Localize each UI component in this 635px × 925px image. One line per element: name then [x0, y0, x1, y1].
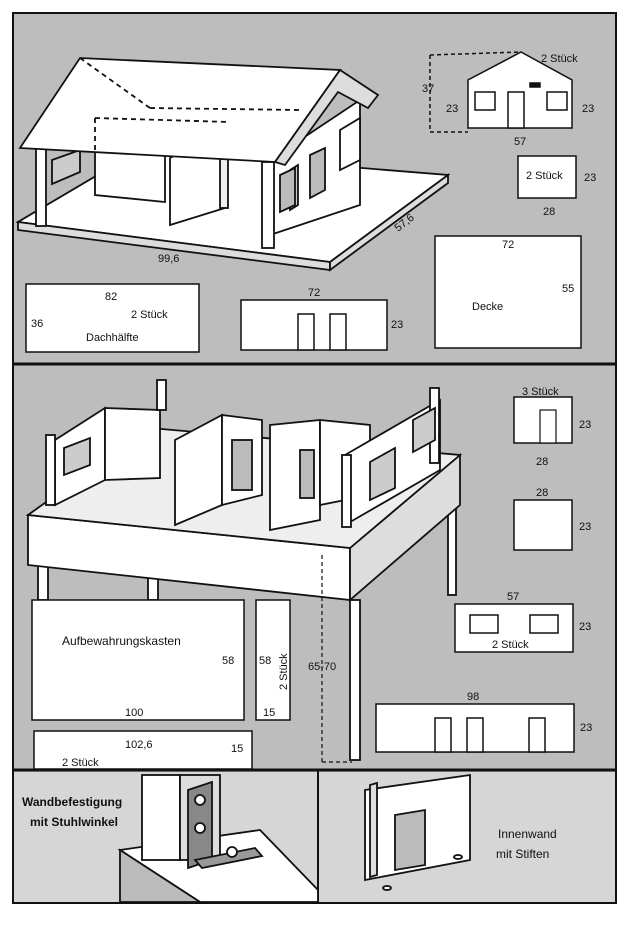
bracket-title-line1: Wandbefestigung	[22, 795, 122, 809]
side-strip-height: 58	[259, 655, 271, 667]
wall-c-width: 57	[507, 591, 519, 603]
small-wall-height: 23	[584, 172, 596, 184]
roof-half-height: 36	[31, 318, 43, 330]
ceiling-name: Decke	[472, 301, 503, 313]
roof-half-part	[25, 283, 200, 353]
storage-house-illustration	[25, 379, 463, 761]
gable-part	[429, 51, 573, 133]
wall-a-height: 23	[579, 419, 591, 431]
wall-c-height: 23	[579, 621, 591, 633]
long-wall-width: 72	[308, 287, 320, 299]
wall-a-count: 3 Stück	[522, 386, 559, 398]
wall-d-height: 23	[580, 722, 592, 734]
wall-a-door	[539, 409, 557, 444]
house-width-label: 99,6	[158, 253, 179, 265]
storage-box-width: 100	[125, 707, 143, 719]
wall-b-height: 23	[579, 521, 591, 533]
roof-half-name: Dachhälfte	[86, 332, 139, 344]
side-strip-width: 15	[263, 707, 275, 719]
long-wall-height: 23	[391, 319, 403, 331]
front-strip-width: 102,6	[125, 739, 153, 751]
gable-right-height: 23	[582, 103, 594, 115]
storage-box-part	[31, 599, 245, 721]
inner-wall-title-line2: mit Stiften	[496, 847, 549, 861]
storage-box-height: 58	[222, 655, 234, 667]
gable-left-height: 23	[446, 103, 458, 115]
front-strip-part	[33, 730, 253, 770]
front-strip-count: 2 Stück	[62, 757, 99, 769]
roof-half-count: 2 Stück	[131, 309, 168, 321]
wall-c-count: 2 Stück	[492, 639, 529, 651]
wall-b-width: 28	[536, 487, 548, 499]
gable-height: 37	[422, 83, 434, 95]
long-wall-part	[240, 299, 388, 351]
storage-box-name: Aufbewahrungskasten	[62, 634, 181, 648]
wall-b-part	[513, 499, 573, 551]
gable-count: 2 Stück	[541, 53, 578, 65]
small-wall-count: 2 Stück	[526, 170, 563, 182]
wall-a-width: 28	[536, 456, 548, 468]
small-wall-part	[517, 155, 577, 199]
house-illustration	[15, 57, 451, 272]
leg-height-label: 65-70	[308, 661, 336, 673]
wall-d-width: 98	[467, 691, 479, 703]
small-wall-width: 28	[543, 206, 555, 218]
front-strip-height: 15	[231, 743, 243, 755]
wall-c-part	[454, 603, 574, 653]
ceiling-width: 72	[502, 239, 514, 251]
wall-d-part	[375, 703, 575, 753]
inner-wall-title-line1: Innenwand	[498, 827, 557, 841]
bracket-title-line2: mit Stuhlwinkel	[30, 815, 118, 829]
ceiling-height: 55	[562, 283, 574, 295]
side-strip-part	[255, 599, 291, 721]
side-strip-count: 2 Stück	[278, 653, 290, 690]
bracket-illustration	[117, 774, 319, 903]
gable-width: 57	[514, 136, 526, 148]
inner-wall-illustration	[364, 773, 471, 891]
roof-half-width: 82	[105, 291, 117, 303]
ceiling-part	[434, 235, 582, 349]
